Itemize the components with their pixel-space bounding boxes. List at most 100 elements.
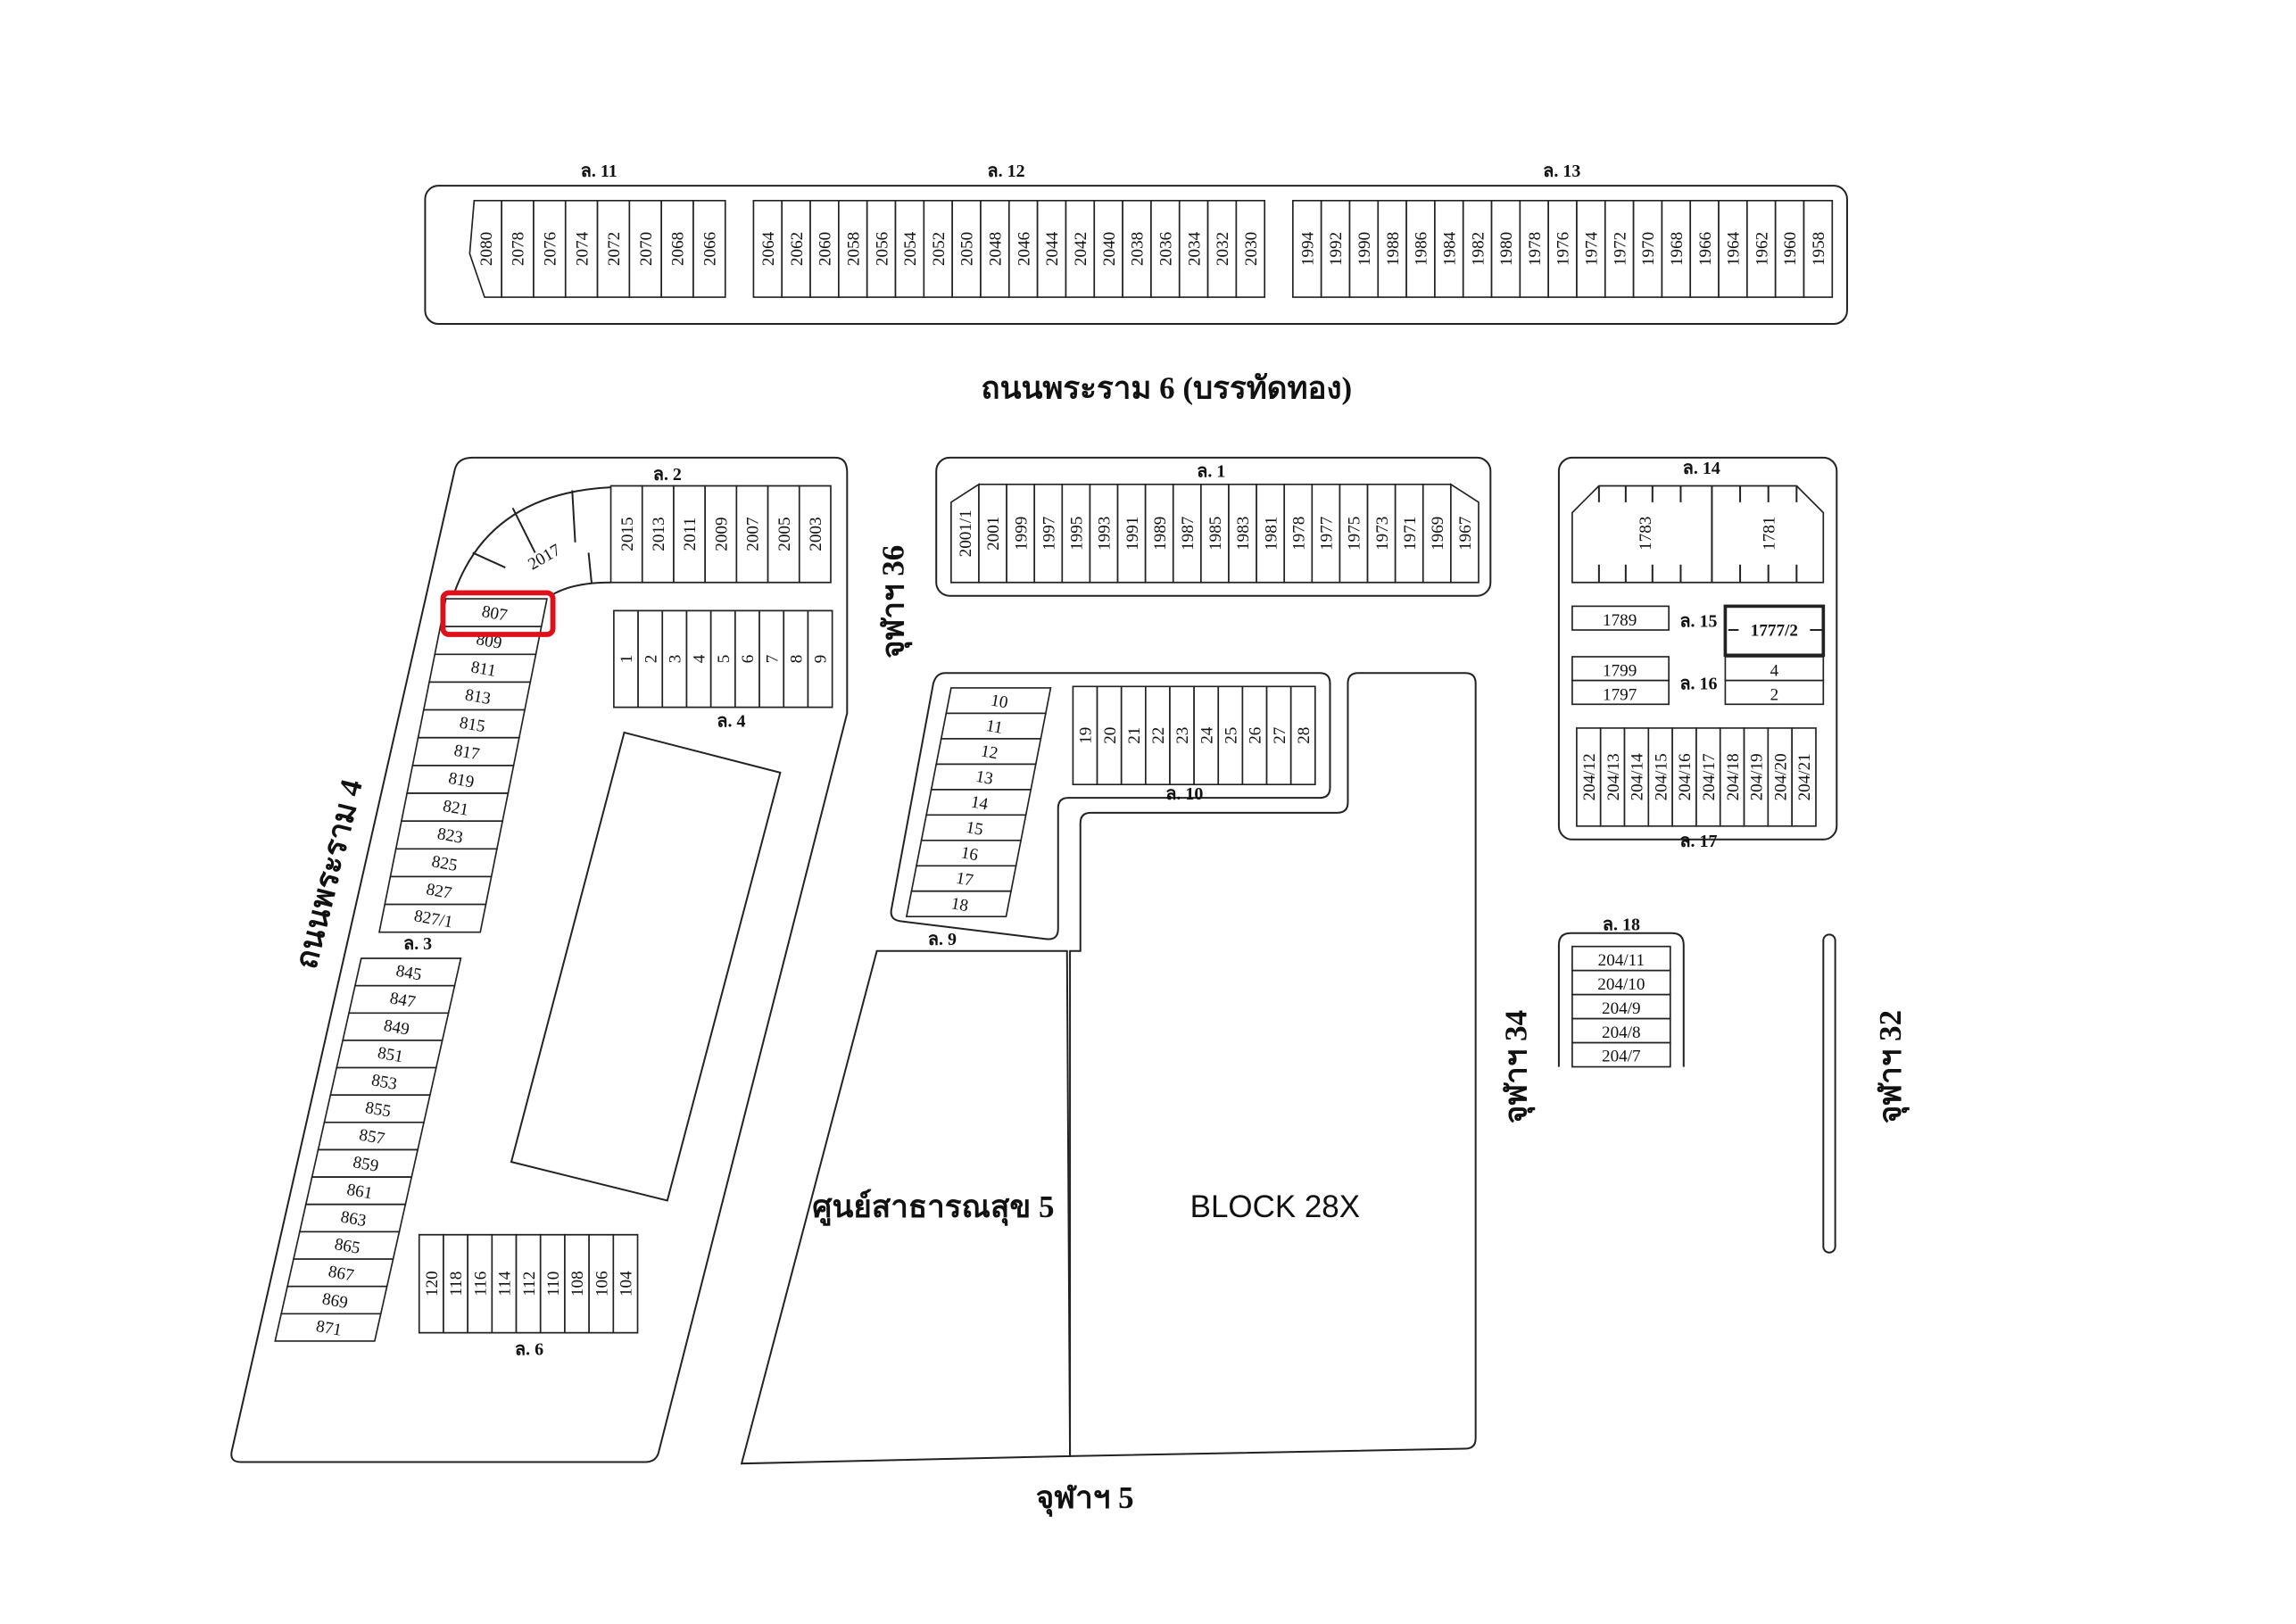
unit-1974: 1974 [1583,231,1602,266]
unit-4: 4 [1770,662,1779,681]
unit-861: 861 [345,1181,374,1204]
unit-1989: 1989 [1151,517,1170,551]
unit-2003: 2003 [807,517,825,551]
unit-2013: 2013 [650,517,668,551]
unit-110: 110 [544,1272,563,1297]
label-l2: ล. 2 [653,465,682,485]
unit-1993: 1993 [1096,517,1115,551]
unit-2030: 2030 [1242,232,1261,266]
unit-204-21-cell [1791,727,1817,827]
unit-2074: 2074 [573,231,592,266]
unit-104-cell [612,1233,639,1334]
unit-17: 17 [955,869,975,891]
unit-120: 120 [423,1271,442,1297]
unit-2070: 2070 [637,232,656,266]
label-l6: ล. 6 [515,1340,543,1360]
unit-2072: 2072 [605,232,624,266]
road-rama6-label: ถนนพระราม 6 (บรรทัดทอง) [981,370,1352,405]
label-l3: ล. 3 [403,934,432,954]
unit-2042: 2042 [1072,232,1090,266]
unit-18-cell [905,890,1013,918]
unit-7: 7 [763,654,782,663]
unit-2080-cell [468,199,502,298]
unit-204-20: 204/20 [1771,753,1790,800]
unit-204-21: 204/21 [1795,753,1814,800]
highlighted-unit-marker[interactable] [440,590,556,637]
block-28x-label: BLOCK 28X [1190,1189,1360,1224]
west-parcel-outline [230,456,849,1463]
unit-1967-cell [1450,483,1480,584]
top-parcel-outline [424,185,1848,325]
unit-2005: 2005 [775,517,794,551]
road-chula36-label: จุฬาฯ 36 [876,545,913,659]
unit-863: 863 [339,1207,368,1230]
unit-1970: 1970 [1639,232,1658,266]
unit-1971: 1971 [1401,517,1420,551]
label-l9: ล. 9 [928,930,957,949]
unit-3: 3 [667,655,685,664]
unit-9-cell [807,609,833,708]
unit-1997: 1997 [1040,516,1058,551]
unit-1969: 1969 [1429,517,1447,551]
unit-2034: 2034 [1185,231,1204,266]
unit-204-15: 204/15 [1652,753,1670,800]
unit-2: 2 [1770,685,1779,704]
unit-2036: 2036 [1156,232,1175,266]
unit-1962: 1962 [1753,232,1771,266]
unit-851: 851 [376,1044,404,1067]
health-center-label: ศูนย์สาธารณสุข 5 [812,1189,1054,1226]
health-center-parcel [740,949,1072,1465]
unit-2040: 2040 [1100,232,1119,266]
unit-807: 807 [480,602,509,626]
unit-104: 104 [618,1271,636,1297]
unit-1966: 1966 [1696,232,1715,266]
unit-845: 845 [394,962,423,985]
unit-827-1-cell [377,903,487,933]
east-parcel-outline [1557,456,1838,841]
unit-813: 813 [464,685,493,708]
unit-1986: 1986 [1413,232,1431,266]
unit-857: 857 [358,1126,386,1149]
unit-1990: 1990 [1355,232,1374,266]
unit-4: 4 [691,654,709,663]
corner-unit-2017 [453,486,611,595]
unit-20: 20 [1101,727,1120,744]
unit-1988: 1988 [1384,232,1403,266]
chula32-road-divider [1822,933,1836,1254]
unit-2066: 2066 [701,232,720,266]
unit-827: 827 [425,880,453,903]
label-l11: ล. 11 [581,162,618,181]
unit-11: 11 [984,717,1004,738]
label-l4: ล. 4 [717,711,745,731]
label-l15: ล. 15 [1679,612,1717,632]
unit-847: 847 [388,989,417,1012]
unit-1777-2: 1777/2 [1751,622,1798,641]
unit-1797: 1797 [1603,685,1637,704]
unit-204-19: 204/19 [1748,753,1767,800]
unit-28: 28 [1295,727,1314,744]
unit-2080: 2080 [477,232,496,266]
unit-867: 867 [327,1263,355,1286]
l1-parcel-outline [935,456,1492,597]
unit-1973: 1973 [1373,517,1392,551]
unit-204-7-cell [1571,1041,1671,1068]
unit-871-cell [274,1313,382,1342]
unit-2046: 2046 [1015,232,1033,266]
unit-1781: 1781 [1760,517,1778,551]
unit-1975: 1975 [1346,517,1364,551]
unit-2068: 2068 [669,232,688,266]
unit-5: 5 [715,655,734,664]
unit-865: 865 [333,1235,361,1258]
unit-106: 106 [593,1271,611,1297]
unit-2-cell [1724,679,1825,706]
unit-819: 819 [447,769,476,792]
unit-118: 118 [447,1272,466,1297]
unit-2009: 2009 [712,517,731,551]
unit-204-7: 204/7 [1602,1048,1641,1066]
unit-2007: 2007 [744,517,763,551]
unit-1789-cell [1571,605,1670,631]
l9-l10-parcel-outline [890,672,1331,940]
road-chula34-label: จุฬาฯ 34 [1498,1010,1535,1123]
unit-1978: 1978 [1289,517,1308,551]
